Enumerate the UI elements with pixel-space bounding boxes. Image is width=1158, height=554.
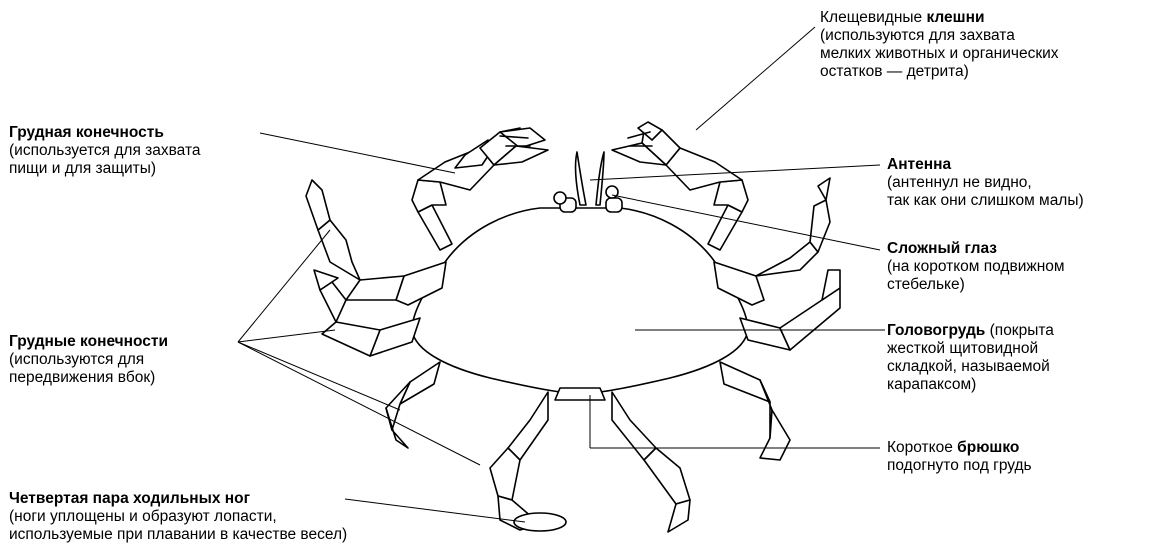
label-walking-limbs: Грудные конечности (используются для пер… [9,333,168,387]
abdomen-line2: подогнуто под грудь [887,457,1032,475]
eye-title: Сложный глаз [887,240,1065,258]
label-cephalothorax: Головогрудь (покрыта жесткой щитовидной … [887,322,1054,394]
cephalothorax-title: Головогрудь [887,322,985,339]
walking-limbs-line3: передвижения вбок) [9,369,168,387]
label-fourth-pair: Четвертая пара ходильных ног (ноги уплощ… [9,490,347,544]
antennae [576,152,604,205]
label-chest-limb: Грудная конечность (используется для зах… [9,124,201,178]
eye-line2: (на коротком подвижном [887,258,1065,276]
abdomen-title: брюшко [957,439,1019,456]
claws-line1-bold: клешни [926,9,984,26]
chest-limb-title: Грудная конечность [9,124,201,142]
walking-limbs-line2: (используются для [9,351,168,369]
fourth-pair-line3: используемые при плавании в качестве вес… [9,526,347,544]
eye-line3: стебельке) [887,276,1065,294]
cephalothorax-line1-normal: (покрыта [985,322,1054,339]
label-claws: Клещевидные клешни (используются для зах… [820,9,1059,81]
claws-line1-normal: Клещевидные [820,9,926,26]
antenna-line3: так как они слишком малы) [887,192,1084,210]
fourth-pair-title: Четвертая пара ходильных ног [9,490,347,508]
claws-line3: мелких животных и органических [820,45,1059,63]
label-compound-eye: Сложный глаз (на коротком подвижном стеб… [887,240,1065,294]
cephalothorax-line4: карапаксом) [887,376,1054,394]
abdomen-shape [555,388,605,400]
label-antenna: Антенна (антеннул не видно, так как они … [887,156,1084,210]
chest-limb-line2: (используется для захвата [9,142,201,160]
antenna-title: Антенна [887,156,1084,174]
abdomen-line1-normal: Короткое [887,439,957,456]
claws-line2: (используются для захвата [820,27,1059,45]
carapace [412,208,748,392]
walking-limbs-title: Грудные конечности [9,333,168,351]
antenna-line2: (антеннул не видно, [887,174,1084,192]
label-abdomen: Короткое брюшко подогнуто под грудь [887,439,1032,475]
cephalothorax-line3: складкой, называемой [887,358,1054,376]
fourth-pair-line2: (ноги уплощены и образуют лопасти, [9,508,347,526]
chest-limb-line3: пищи и для защиты) [9,160,201,178]
claws-line4: остатков — детрита) [820,63,1059,81]
cephalothorax-line2: жесткой щитовидной [887,340,1054,358]
